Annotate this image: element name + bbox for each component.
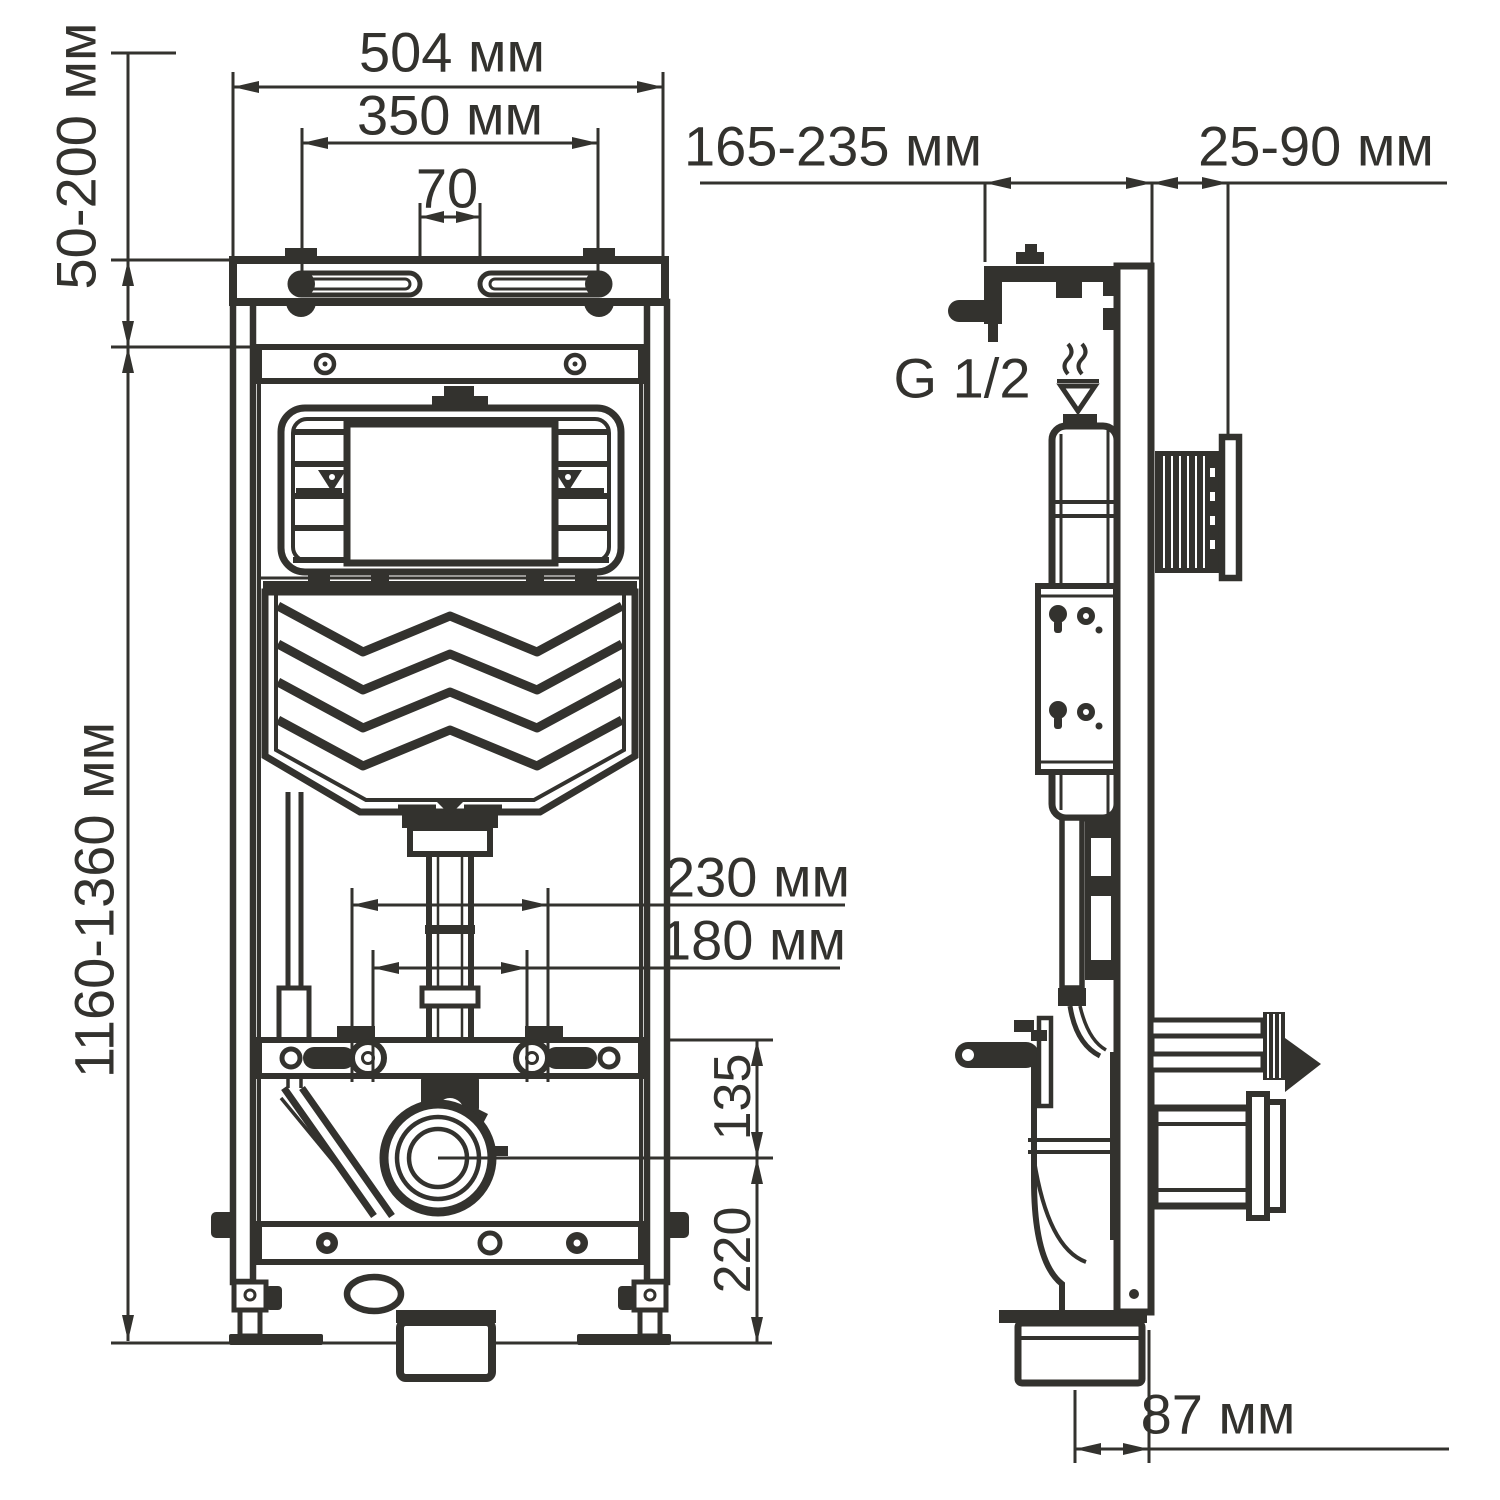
cistern xyxy=(259,572,641,857)
toilet-connections xyxy=(1148,1012,1321,1221)
side-foot-outlet xyxy=(999,1310,1147,1387)
dim-label-width-outer: 504 мм xyxy=(359,21,545,84)
dim-label-stud-230: 230 мм xyxy=(664,846,850,909)
top-rail xyxy=(229,248,669,317)
dim-label-wall-depth: 25-90 мм xyxy=(1198,115,1434,178)
front-dimensions: 504 мм 350 мм 70 50-200 мм 1160-1360 мм … xyxy=(45,21,850,1343)
drain-silhouette xyxy=(279,1085,395,1219)
dim-label-135: 135 xyxy=(704,1054,762,1141)
upper-crossbar xyxy=(256,344,644,384)
dim-label-thread: G 1/2 xyxy=(894,347,1031,410)
flush-pipe xyxy=(419,854,481,1040)
dim-label-top-adjust: 50-200 мм xyxy=(45,23,108,290)
access-panel-frame xyxy=(277,386,625,576)
adjustable-feet xyxy=(211,1212,689,1345)
side-frame-rail xyxy=(1113,262,1155,1316)
stud-cone xyxy=(1285,1038,1321,1092)
dim-label-supply-depth: 165-235 мм xyxy=(684,115,982,178)
left-marker-arrow-icon xyxy=(318,470,346,492)
fill-valve-icon xyxy=(1056,383,1100,416)
steam-icon xyxy=(1062,342,1074,376)
wall-housing xyxy=(1155,433,1243,582)
left-bolt xyxy=(289,271,315,297)
frame-rails xyxy=(229,298,671,1286)
lower-wall-bracket xyxy=(955,1015,1054,1109)
front-view: 504 мм 350 мм 70 50-200 мм 1160-1360 мм … xyxy=(45,21,850,1382)
right-marker-arrow-icon xyxy=(554,470,582,492)
water-supply xyxy=(948,244,1117,342)
dim-label-stud-180: 180 мм xyxy=(660,909,846,972)
side-view: 165-235 мм 25-90 мм G 1/2 87 мм xyxy=(684,115,1449,1463)
dim-label-220: 220 xyxy=(704,1207,762,1294)
side-internals xyxy=(1028,815,1118,1310)
dim-label-slot-gap: 70 xyxy=(416,157,478,220)
mounting-plate xyxy=(1035,583,1119,775)
access-window xyxy=(343,420,559,567)
dim-label-width-bolts: 350 мм xyxy=(357,84,543,147)
vent-slats xyxy=(293,429,609,563)
dim-label-outlet-wall: 87 мм xyxy=(1141,1383,1296,1446)
side-dimensions: 165-235 мм 25-90 мм G 1/2 87 мм xyxy=(684,115,1449,1463)
flush-symbols xyxy=(1056,342,1100,426)
right-bolt xyxy=(585,271,611,297)
dim-label-frame-height: 1160-1360 мм xyxy=(63,722,126,1078)
water-waves xyxy=(275,602,625,771)
lower-crossbar xyxy=(256,1221,644,1315)
bottom-outlet xyxy=(396,1310,496,1382)
